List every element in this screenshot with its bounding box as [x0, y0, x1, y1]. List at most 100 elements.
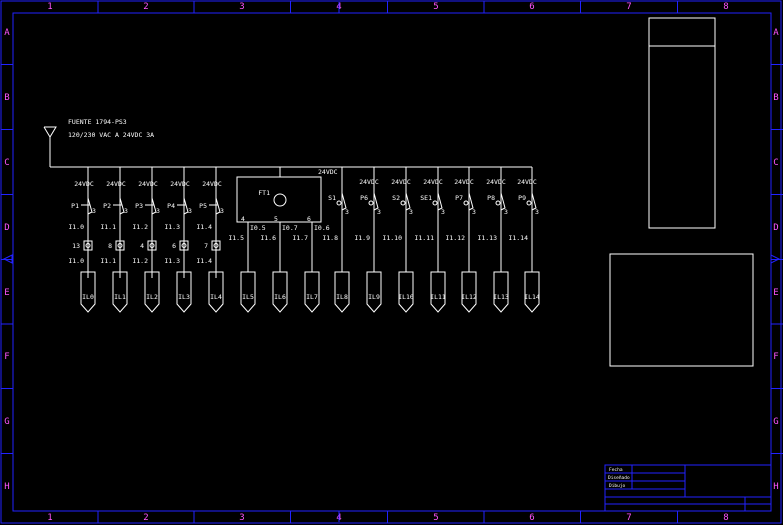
voltage-label: 24VDC [454, 178, 474, 186]
device-symbol [463, 200, 469, 206]
voltage-label: 24VDC [74, 180, 94, 188]
terminal-label: IL11 [430, 293, 446, 301]
input-label: I1.1 [100, 257, 116, 265]
input-label: I1.8 [322, 234, 338, 242]
column-label: 8 [723, 2, 728, 12]
column-label: 1 [47, 2, 52, 12]
pin-label: 3 [220, 207, 224, 215]
pin-label: 3 [345, 208, 349, 216]
terminal-label: IL13 [493, 293, 509, 301]
row-label: G [773, 417, 778, 427]
row-label: A [4, 28, 10, 38]
device-label: S2 [392, 194, 400, 202]
device-label: SE1 [420, 194, 432, 202]
pilot-lamp [179, 240, 189, 251]
pin-label: 3 [156, 207, 160, 215]
device-symbol [368, 200, 374, 206]
pilot-lamp [211, 240, 221, 251]
input-label: I1.3 [164, 257, 180, 265]
terminal-label: IL3 [178, 293, 190, 301]
pilot-lamp [115, 240, 125, 251]
device-label: P6 [360, 194, 368, 202]
voltage-label: 24VDC [391, 178, 411, 186]
pin-label: 3 [92, 207, 96, 215]
column-labels: 1122334455667788 [47, 1, 729, 523]
terminal-block [493, 271, 509, 313]
input-label: I1.0 [68, 257, 84, 265]
side-panel-tall [648, 17, 716, 229]
relay-output-label: I0.6 [314, 224, 330, 232]
pilot-number: 6 [172, 242, 176, 250]
input-group-1: 24VDCP13I1.013I1.0IL024VDCP23I1.18I1.1IL… [68, 167, 224, 313]
device-contact [500, 192, 506, 211]
pin-label: 3 [535, 208, 539, 216]
terminal-label: IL5 [242, 293, 254, 301]
pushbutton-label: P3 [135, 202, 143, 210]
pilot-number: 4 [140, 242, 144, 250]
title-block-row: Fecha [609, 467, 623, 473]
terminal-label: IL7 [306, 293, 318, 301]
voltage-label: 24VDC [486, 178, 506, 186]
pushbutton-label: P2 [103, 202, 111, 210]
pin-label: 3 [377, 208, 381, 216]
terminal-label: IL4 [210, 293, 222, 301]
input-label: I1.1 [100, 223, 116, 231]
row-label: H [773, 482, 778, 492]
input-label: I1.14 [508, 234, 528, 242]
power-supply-subtitle: 120/230 VAC A 24VDC 3A [68, 131, 154, 139]
device-symbol [495, 200, 501, 206]
pin-label: 3 [188, 207, 192, 215]
row-label: D [773, 223, 778, 233]
input-label: I1.6 [260, 234, 276, 242]
row-label: C [773, 158, 778, 168]
side-panel-box [609, 253, 754, 367]
input-label: I1.12 [445, 234, 465, 242]
pushbutton-label: P4 [167, 202, 175, 210]
device-contact [468, 192, 474, 211]
terminal-label: IL2 [146, 293, 158, 301]
column-label: 3 [239, 2, 244, 12]
pilot-lamp [83, 240, 93, 251]
terminal-block [144, 271, 160, 313]
row-label: C [4, 158, 9, 168]
device-contact [405, 192, 411, 211]
pushbutton-contact [183, 197, 189, 215]
voltage-label: 24VDC [359, 178, 379, 186]
column-label: 2 [143, 2, 148, 12]
relay-pin: 4 [241, 215, 245, 223]
pilot-lamp [147, 240, 157, 251]
column-label: 5 [433, 2, 438, 12]
row-label: H [4, 482, 9, 492]
device-contact [437, 192, 443, 211]
row-label: B [773, 93, 778, 103]
relay-name: FT1 [258, 189, 270, 197]
terminal-label: IL10 [398, 293, 414, 301]
terminal-block [461, 271, 477, 313]
pilot-lamp-dot [213, 243, 219, 248]
title-block: Fecha Diseñado Dibujo [604, 464, 772, 512]
voltage-label: 24VDC [423, 178, 443, 186]
input-label: I1.9 [354, 234, 370, 242]
pushbutton-label: P5 [199, 202, 207, 210]
terminal-block [304, 271, 320, 313]
row-label: F [773, 352, 778, 362]
relay-box [236, 176, 322, 223]
pin-label: 3 [409, 208, 413, 216]
input-label: I1.0 [68, 223, 84, 231]
terminal-block [334, 271, 350, 313]
column-label: 6 [529, 2, 534, 12]
input-label: I1.2 [132, 223, 148, 231]
relay-output-label: I0.5 [250, 224, 266, 232]
pushbutton-contact [215, 197, 221, 215]
title-block-row: Diseñado [608, 475, 630, 481]
input-group-2: S13I1.8IL824VDCP63I1.9IL924VDCS23I1.10IL… [322, 167, 540, 313]
terminal-block [240, 271, 256, 313]
input-label: I1.4 [196, 257, 212, 265]
terminal-block [80, 271, 96, 313]
column-label: 8 [723, 513, 728, 523]
pushbutton-label: P1 [71, 202, 79, 210]
input-label: I1.11 [414, 234, 434, 242]
